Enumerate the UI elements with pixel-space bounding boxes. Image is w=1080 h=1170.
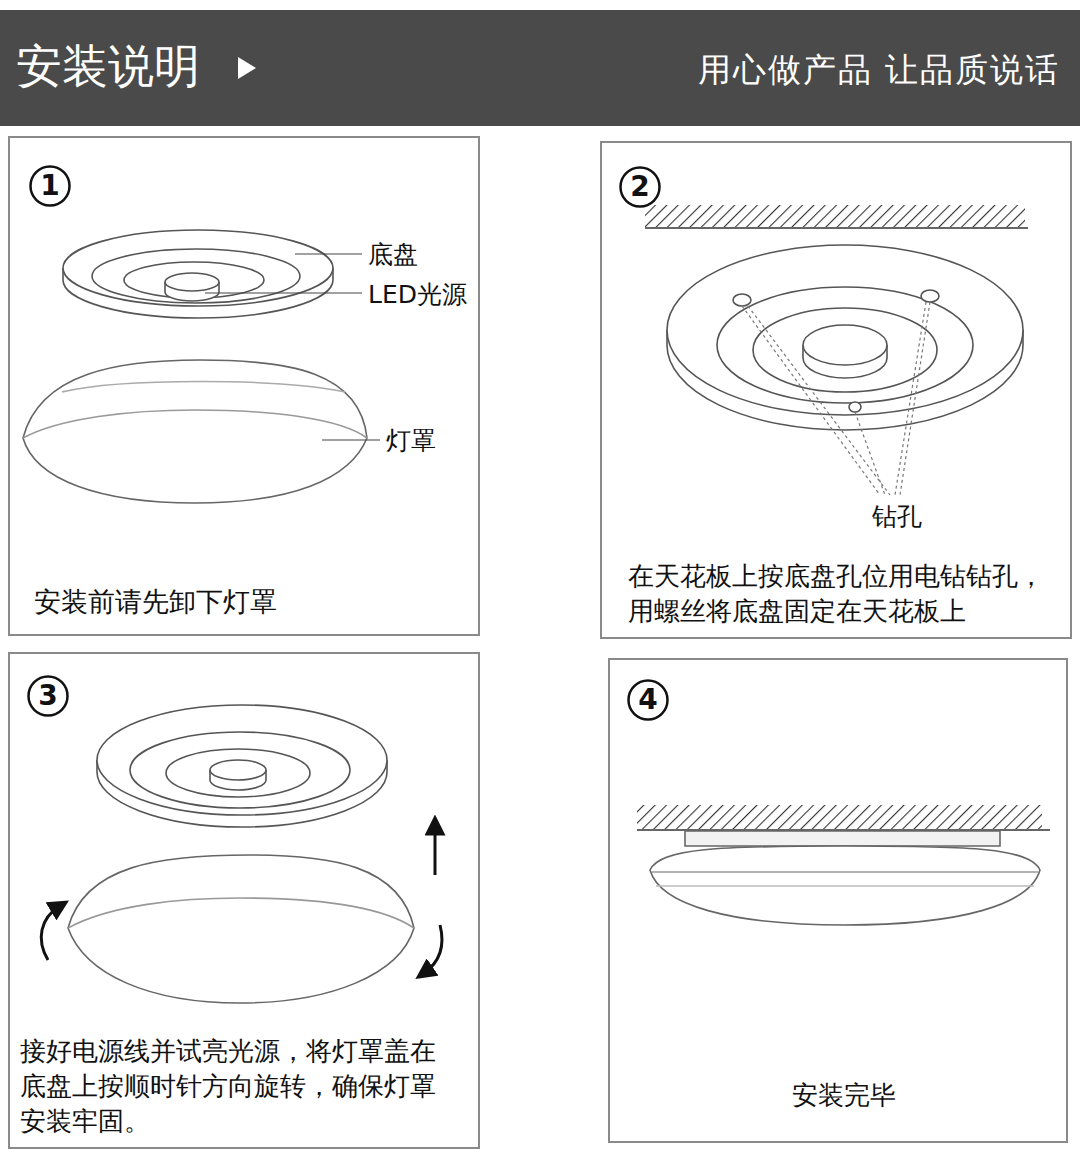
slogan: 用心做产品 让品质说话 (698, 48, 1061, 93)
header-bar (0, 10, 1080, 126)
leader-line (205, 292, 362, 293)
callout-number: 4 (626, 678, 670, 722)
page-title: 安装说明 (16, 36, 200, 98)
leader-line (742, 302, 930, 495)
step-panel: 4 安装完毕 (608, 658, 1068, 1143)
step-panel: 1 安装前请先卸下灯罩 (8, 136, 480, 636)
chassis (63, 230, 333, 318)
step-number: 4 (626, 678, 670, 722)
part-label: LED光源 (368, 278, 467, 311)
callout-number: 3 (26, 674, 70, 718)
step-number: 1 (28, 164, 72, 208)
title-arrow (238, 57, 256, 79)
part-label: 灯罩 (386, 424, 436, 457)
step-caption: 接好电源线并试亮光源，将灯罩盖在 底盘上按顺时针方向旋转，确保灯罩 安装牢固。 (20, 1034, 460, 1139)
lamp-shade (23, 360, 367, 503)
installed-lamp (650, 831, 1040, 925)
step-caption: 安装前请先卸下灯罩 (34, 584, 474, 620)
part-label: 钻孔 (872, 500, 922, 533)
part-label: 底盘 (368, 238, 418, 271)
leader-line (322, 439, 380, 440)
ceiling (637, 805, 1042, 829)
step-panel: 2 在天花板上按底盘孔位用电钻钻孔， 用螺丝将底盘固定在天花板上 (600, 141, 1072, 639)
callout-number: 1 (28, 164, 72, 208)
step-number: 3 (26, 674, 70, 718)
rotate-arrows (41, 825, 442, 973)
step-caption: 安装完毕 (792, 1078, 992, 1113)
chassis (667, 245, 1023, 430)
ceiling (645, 205, 1025, 227)
step-caption: 在天花板上按底盘孔位用电钻钻孔， 用螺丝将底盘固定在天花板上 (628, 559, 1068, 629)
step-number: 2 (618, 165, 662, 209)
leader-line (295, 253, 362, 254)
callout-number: 2 (618, 165, 662, 209)
chassis (97, 705, 387, 827)
step-panel: 3 接好电源线并试亮光源，将灯罩盖在 底盘上按顺时针方向旋转，确保灯罩 安装牢固。 (8, 652, 480, 1149)
lamp-shade (68, 855, 414, 1003)
